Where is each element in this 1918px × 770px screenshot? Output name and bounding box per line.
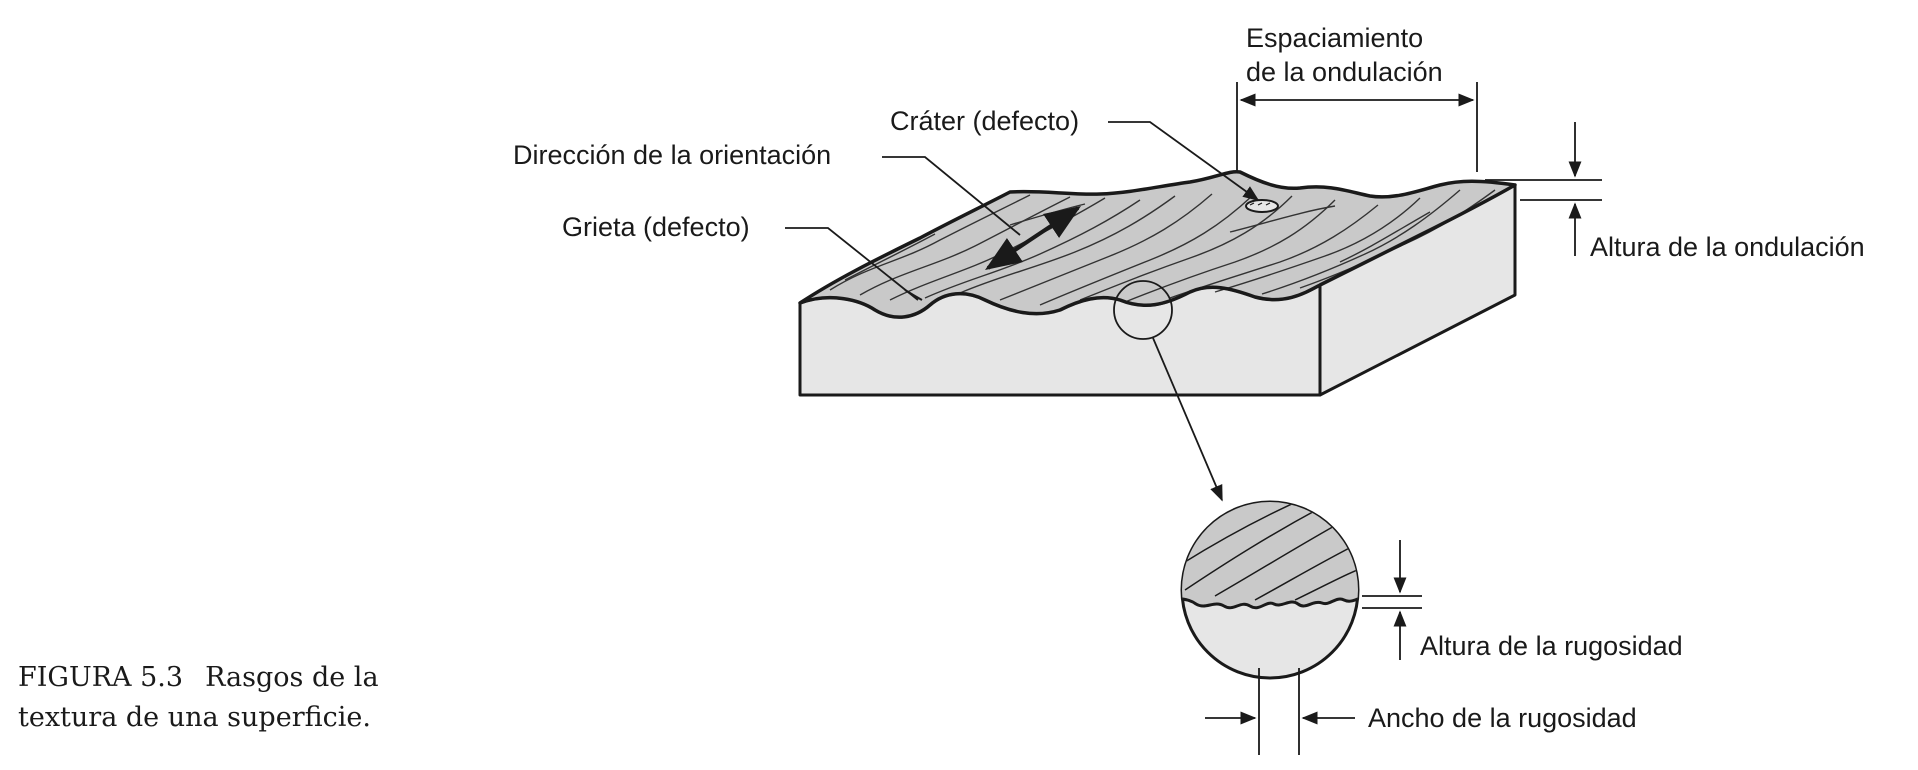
label-wave-spacing-line1: Espaciamiento (1246, 23, 1423, 53)
caption-figure-number: FIGURA 5.3 (18, 662, 184, 693)
wave-height-dimension (1485, 122, 1602, 256)
crater-defect (1245, 199, 1279, 213)
caption-text-line1: Rasgos de la (205, 662, 379, 693)
leader-lines (785, 121, 1260, 502)
label-wave-height: Altura de la ondulación (1590, 232, 1865, 262)
diagram-labels: Espaciamiento de la ondulación Cráter (d… (513, 23, 1865, 733)
roughness-height-dimension (1362, 540, 1422, 660)
label-lay-direction: Dirección de la orientación (513, 140, 831, 170)
caption-line-1: FIGURA 5.3 Rasgos de la (18, 658, 438, 698)
lay-direction-arrow (985, 206, 1081, 270)
roughness-detail-circle (1180, 500, 1360, 680)
label-roughness-height: Altura de la rugosidad (1420, 631, 1683, 661)
label-roughness-width: Ancho de la rugosidad (1368, 703, 1637, 733)
label-crater: Cráter (defecto) (890, 106, 1079, 136)
label-crack: Grieta (defecto) (562, 212, 750, 242)
detail-marker-circle (1113, 280, 1173, 340)
roughness-width-dimension (1205, 668, 1355, 755)
figure-caption: FIGURA 5.3 Rasgos de la textura de una su… (18, 658, 438, 738)
caption-text-line2: textura de una superficie. (18, 702, 371, 733)
wave-spacing-dimension (1236, 82, 1478, 172)
block-top-surface (798, 169, 1517, 319)
lay-texture-lines (829, 189, 1496, 306)
label-wave-spacing-line2: de la ondulación (1246, 57, 1443, 87)
workpiece-block (798, 169, 1517, 397)
